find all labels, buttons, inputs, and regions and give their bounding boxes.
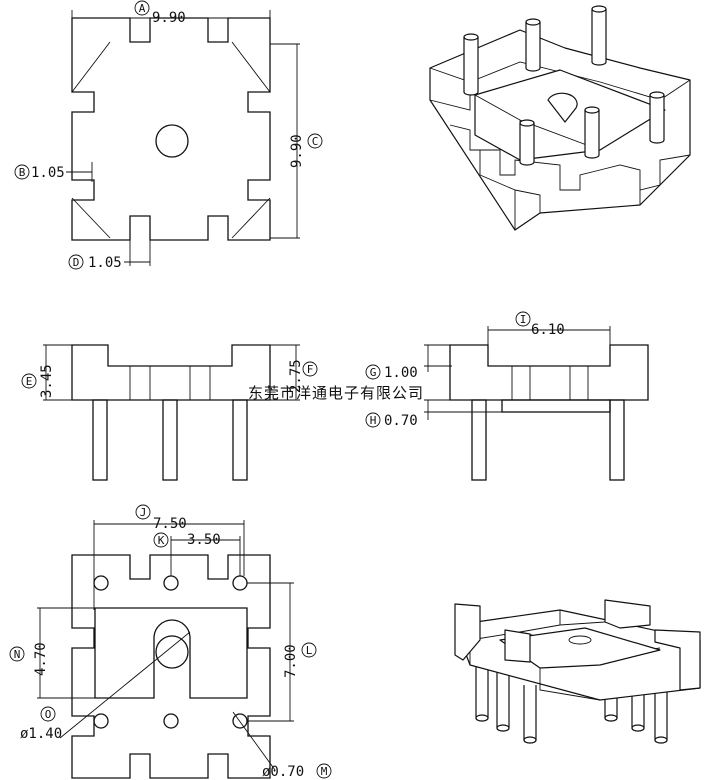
center-hole (155, 124, 189, 158)
label-c-circle (307, 133, 323, 149)
dim-d-value: 1.05 (88, 255, 122, 271)
dim-j-value: 7.50 (153, 516, 187, 532)
label-f-circle (302, 361, 318, 377)
label-h-circle (365, 412, 381, 428)
dim-b-value: 1.05 (31, 165, 65, 181)
dim-m-value: ø0.70 (262, 764, 304, 780)
dim-h-value: 0.70 (384, 413, 418, 429)
label-g-circle (365, 364, 381, 380)
dim-n-value: 4.70 (33, 642, 49, 676)
dim-f-value: 2.75 (288, 359, 304, 393)
label-d: D (73, 256, 80, 269)
label-m-circle (316, 763, 332, 779)
dim-e-value: 3.45 (39, 364, 55, 398)
label-b-circle (14, 164, 30, 180)
label-k-circle (153, 532, 169, 548)
label-j: J (140, 506, 147, 519)
front-view: 3.45 E 2.75 F (21, 344, 318, 481)
label-a-circle (134, 0, 150, 16)
isometric-view-top (429, 5, 691, 231)
iso-pins-top (463, 5, 665, 166)
isometric-view-bottom (454, 599, 701, 744)
label-d-circle (68, 254, 84, 270)
label-k: K (158, 534, 165, 547)
label-c: C (312, 135, 319, 148)
label-m: M (321, 765, 328, 778)
side-view: I 6.10 G 1.00 H 0.70 (365, 311, 649, 481)
label-e: E (26, 375, 33, 388)
label-e-circle (21, 373, 37, 389)
label-a: A (139, 2, 146, 15)
dim-g-value: 1.00 (384, 365, 418, 381)
label-i: I (520, 313, 527, 326)
label-f: F (307, 363, 314, 376)
dim-a-value: 9.90 (152, 10, 186, 26)
label-n-circle (9, 646, 25, 662)
top-view: A 9.90 9.90 C B 1.05 D 1.05 (14, 0, 323, 271)
dim-i-value: 6.10 (531, 322, 565, 338)
label-i-circle (515, 311, 531, 327)
dim-c-value: 9.90 (289, 134, 305, 168)
label-b: B (19, 166, 26, 179)
bottom-view: J 7.50 K 3.50 7.00 L 4.70 N O ø1.40 ø0.7… (9, 504, 332, 780)
label-o: O (45, 708, 52, 721)
dim-l-value: 7.00 (283, 644, 299, 678)
label-o-circle (40, 706, 56, 722)
dim-o-value: ø1.40 (20, 726, 62, 742)
label-h: H (370, 414, 377, 427)
label-l-circle (301, 642, 317, 658)
label-n: N (14, 648, 21, 661)
label-j-circle (135, 504, 151, 520)
watermark-text: 东莞市洋通电子有限公司 (248, 384, 424, 402)
dim-k-value: 3.50 (187, 532, 221, 548)
label-l: L (306, 644, 313, 657)
label-g: G (370, 366, 377, 379)
center-hole-bottom (155, 635, 189, 669)
